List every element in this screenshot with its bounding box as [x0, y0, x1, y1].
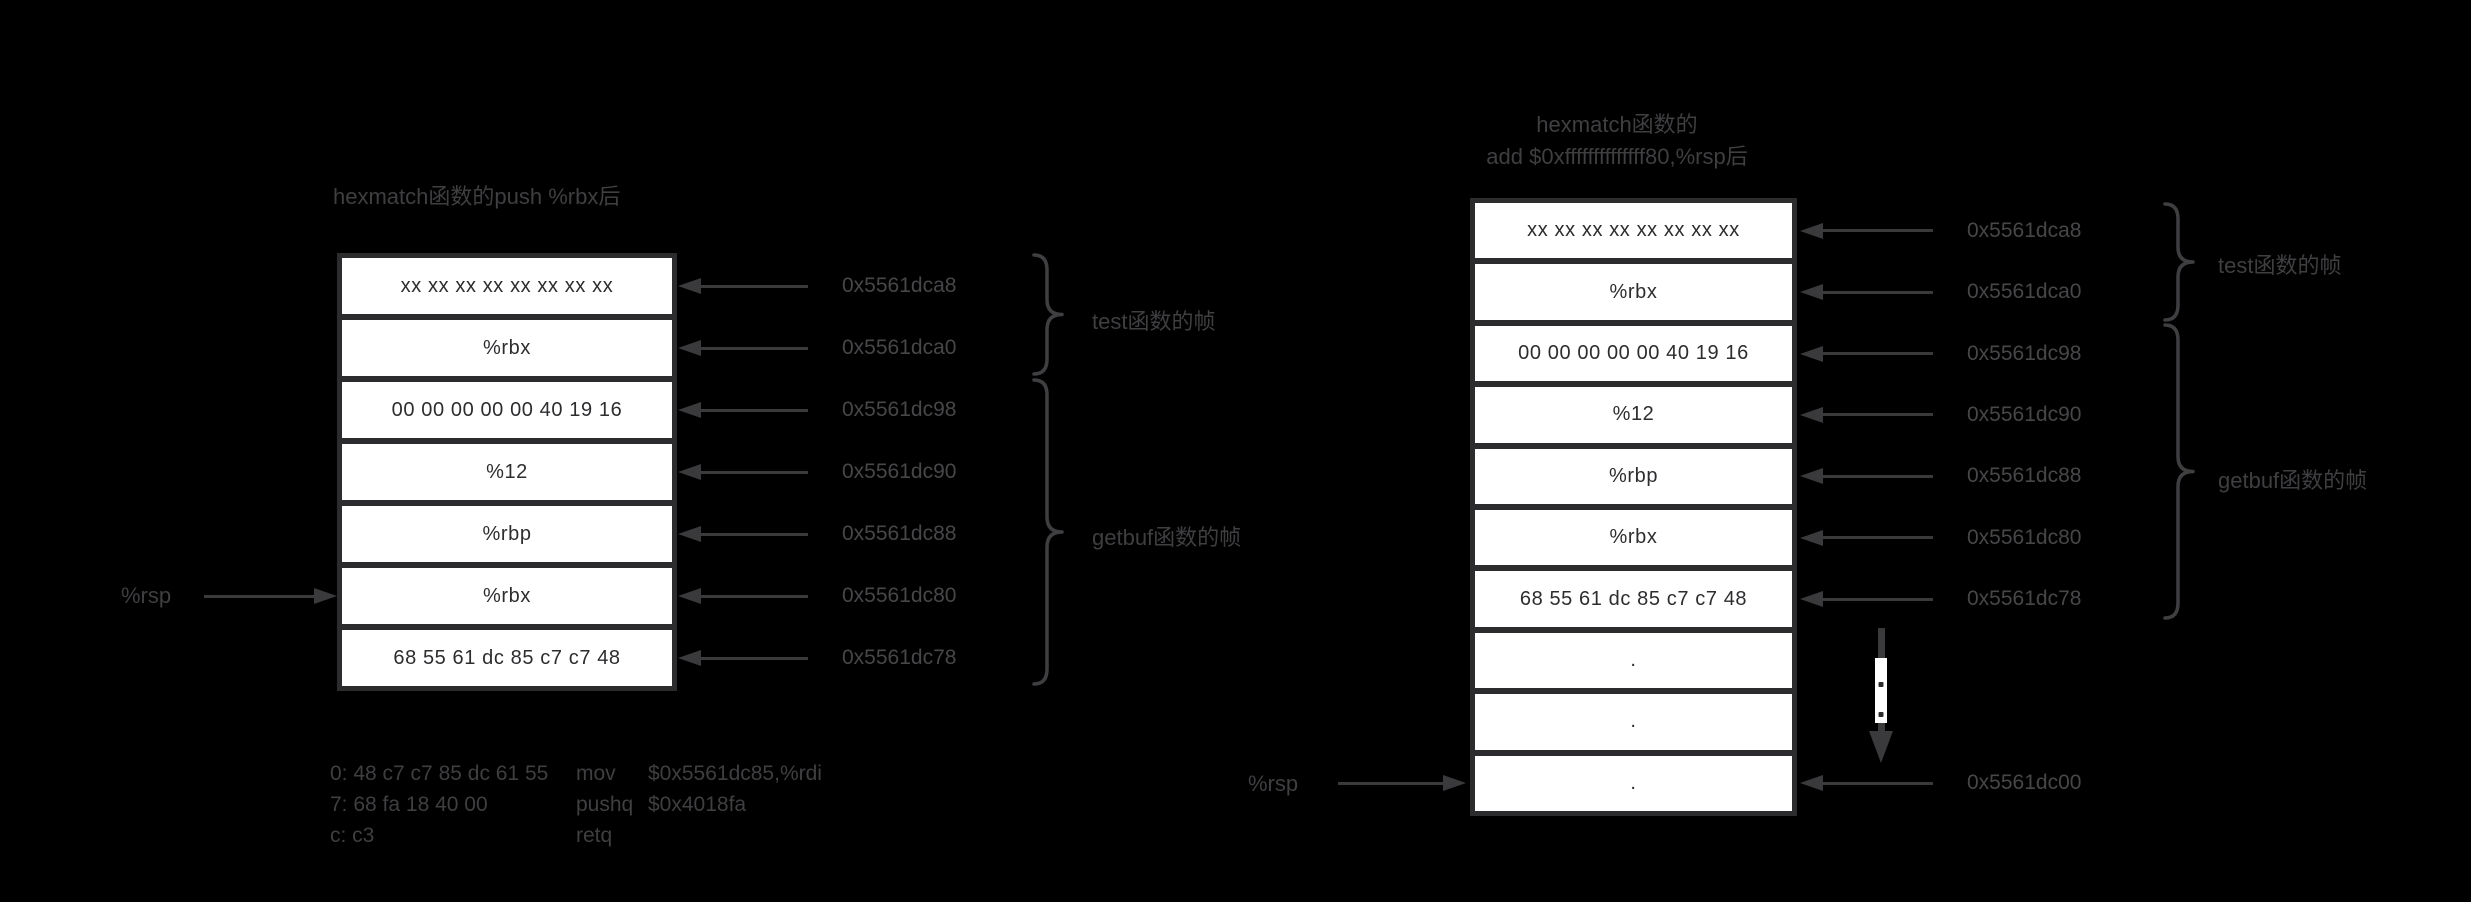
left-frame-label-test: test函数的帧 — [1092, 309, 1216, 334]
stack-cell: xx xx xx xx xx xx xx xx — [342, 258, 672, 314]
stack-cell: %rbx — [1475, 264, 1792, 320]
stack-cell: %rbx — [342, 568, 672, 624]
asm-operands: $0x4018fa — [648, 793, 747, 816]
asm-bytes: 0: 48 c7 c7 85 dc 61 55 — [330, 762, 549, 785]
arrow-break-segment — [1875, 658, 1887, 723]
arrow-line — [698, 532, 808, 536]
stack-cell: %rbx — [1475, 510, 1792, 566]
right-rsp-label: %rsp — [1248, 771, 1299, 796]
arrow-head-left — [1800, 591, 1823, 608]
frame-brace — [2163, 323, 2195, 620]
address-label: 0x5561dca0 — [842, 336, 957, 359]
address-label: 0x5561dca0 — [1967, 280, 2082, 304]
stack-cell: xx xx xx xx xx xx xx xx — [1475, 203, 1792, 259]
arrow-line — [1820, 290, 1933, 294]
stack-cell: %rbp — [342, 506, 672, 562]
arrow-line — [1820, 474, 1933, 478]
frame-brace — [1032, 253, 1064, 376]
stack-cell: %12 — [342, 444, 672, 500]
asm-bytes: 7: 68 fa 18 40 00 — [330, 793, 488, 816]
address-label: 0x5561dc88 — [842, 522, 957, 545]
address-label: 0x5561dca8 — [1967, 218, 2082, 242]
stack-cell: %rbp — [1475, 448, 1792, 505]
arrow-line — [1820, 352, 1933, 355]
right-diagram-title: hexmatch函数的 add $0xffffffffffffff80,%rsp… — [1357, 109, 1877, 173]
arrow-line — [1820, 229, 1933, 233]
address-label: 0x5561dc98 — [842, 398, 957, 421]
asm-operands: $0x5561dc85,%rdi — [648, 762, 822, 785]
arrow-head-left — [1800, 345, 1823, 362]
asm-mnemonic: mov — [576, 762, 616, 785]
address-label: 0x5561dc90 — [842, 460, 957, 483]
address-label: 0x5561dc88 — [1967, 464, 2082, 488]
arrow-head-left — [678, 588, 701, 604]
right-frame-label-test: test函数的帧 — [2218, 253, 2342, 278]
arrow-head-left — [1800, 468, 1823, 485]
arrow-line — [1820, 536, 1933, 540]
address-label: 0x5561dc78 — [842, 646, 957, 669]
arrow-head-left — [1800, 284, 1823, 301]
arrow-head-left — [678, 526, 701, 542]
arrow-head-left — [678, 402, 701, 418]
arrow-line — [698, 346, 808, 350]
right-frame-label-getbuf: getbuf函数的帧 — [2218, 468, 2368, 493]
address-label: 0x5561dc00 — [1967, 771, 2082, 795]
address-label: 0x5561dc80 — [842, 584, 957, 607]
arrow-line — [1820, 413, 1933, 417]
address-label: 0x5561dc80 — [1967, 525, 2082, 549]
left-stack-box: xx xx xx xx xx xx xx xx %rbx 00 00 00 00 0… — [337, 253, 677, 691]
asm-operands — [648, 820, 822, 851]
arrow-line — [698, 656, 808, 660]
arrow-stem — [1877, 723, 1885, 731]
ellipsis-dot — [1878, 682, 1884, 687]
arrow-head-left — [678, 650, 701, 666]
arrow-head-left — [1800, 406, 1823, 423]
stack-cell: 00 00 00 00 00 40 19 16 — [342, 382, 672, 438]
arrow-head-left — [1800, 222, 1823, 239]
stack-cell: . — [1475, 632, 1792, 689]
arrow-line — [698, 408, 808, 412]
arrow-head-left — [678, 464, 701, 480]
right-title-line2: add $0xffffffffffffff80,%rsp后 — [1486, 144, 1748, 169]
stack-cell: %12 — [1475, 387, 1792, 443]
stack-cell: %rbx — [342, 320, 672, 376]
right-title-line1: hexmatch函数的 — [1536, 112, 1698, 137]
arrow-line — [1820, 597, 1933, 601]
stack-cell: 68 55 61 dc 85 c7 c7 48 — [1475, 571, 1792, 627]
address-label: 0x5561dc90 — [1967, 402, 2082, 426]
arrow-head-left — [1800, 775, 1823, 792]
asm-mnemonic: pushq — [576, 793, 634, 816]
arrow-line — [1338, 781, 1446, 785]
assembly-listing: 0: 48 c7 c7 85 dc 61 55 mov $0x5561dc85,%r… — [330, 758, 822, 851]
arrow-line — [204, 594, 317, 598]
frame-brace — [1032, 378, 1064, 686]
address-label: 0x5561dc78 — [1967, 587, 2082, 611]
arrow-line — [698, 470, 808, 474]
arrow-head-right — [1443, 775, 1466, 792]
stack-growth-arrow — [1869, 628, 1893, 763]
stack-cell: 00 00 00 00 00 40 19 16 — [1475, 325, 1792, 382]
arrow-head-right — [314, 588, 337, 604]
arrow-line — [1820, 781, 1933, 785]
frame-brace — [2163, 202, 2195, 322]
arrow-head-left — [678, 278, 701, 294]
arrow-line — [698, 284, 808, 288]
arrow-head-left — [1800, 529, 1823, 546]
address-label: 0x5561dca8 — [842, 274, 957, 297]
left-rsp-label: %rsp — [121, 583, 172, 608]
asm-mnemonic: retq — [576, 824, 613, 847]
arrow-head-left — [678, 340, 701, 356]
ellipsis-dot — [1878, 712, 1884, 717]
stack-cell: 68 55 61 dc 85 c7 c7 48 — [342, 630, 672, 686]
arrow-line — [698, 594, 808, 598]
stack-cell: . — [1475, 755, 1792, 812]
left-diagram-title: hexmatch函数的push %rbx后 — [333, 184, 621, 209]
arrow-stem — [1877, 628, 1885, 658]
stack-cell: . — [1475, 694, 1792, 750]
asm-bytes: c: c3 — [330, 824, 375, 847]
address-label: 0x5561dc98 — [1967, 341, 2082, 365]
arrow-head-down — [1869, 731, 1893, 763]
left-frame-label-getbuf: getbuf函数的帧 — [1092, 525, 1242, 550]
